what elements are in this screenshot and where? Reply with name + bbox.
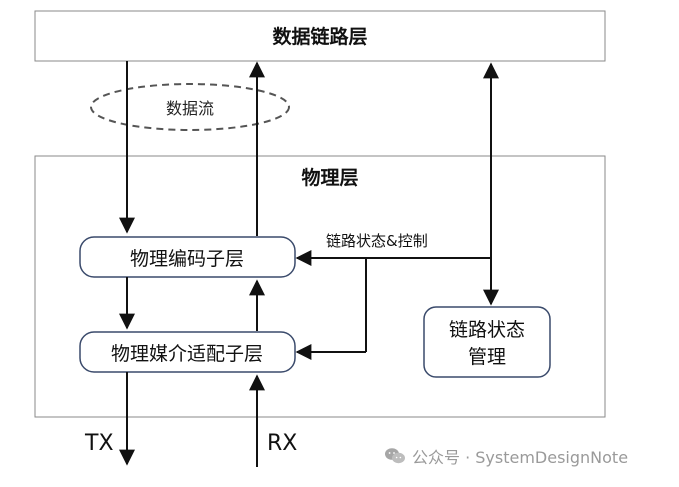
pcs-box <box>79 236 296 278</box>
pma-label: 物理媒介适配子层 <box>111 343 263 365</box>
link-status-mgmt-box <box>423 306 551 378</box>
wechat-icon <box>385 448 405 464</box>
tx-label: TX <box>84 431 114 456</box>
data-flow-ellipse <box>90 83 290 131</box>
physical-layer-label: 物理层 <box>301 166 358 189</box>
pcs-label: 物理编码子层 <box>130 248 244 270</box>
link-status-mgmt-line1: 链路状态 <box>449 319 525 341</box>
data-link-layer-label: 数据链路层 <box>272 25 367 48</box>
watermark: 公众号 · SystemDesignNote <box>384 444 628 468</box>
pma-box <box>79 331 296 373</box>
watermark-text: 公众号 · SystemDesignNote <box>412 448 629 467</box>
data-flow-label: 数据流 <box>166 99 214 118</box>
physical-layer-box <box>34 155 606 418</box>
rx-label: RX <box>267 431 297 456</box>
data-link-layer-box <box>34 10 606 62</box>
link-status-mgmt-line2: 管理 <box>468 346 506 368</box>
link-status-control-label: 链路状态&控制 <box>326 232 428 250</box>
